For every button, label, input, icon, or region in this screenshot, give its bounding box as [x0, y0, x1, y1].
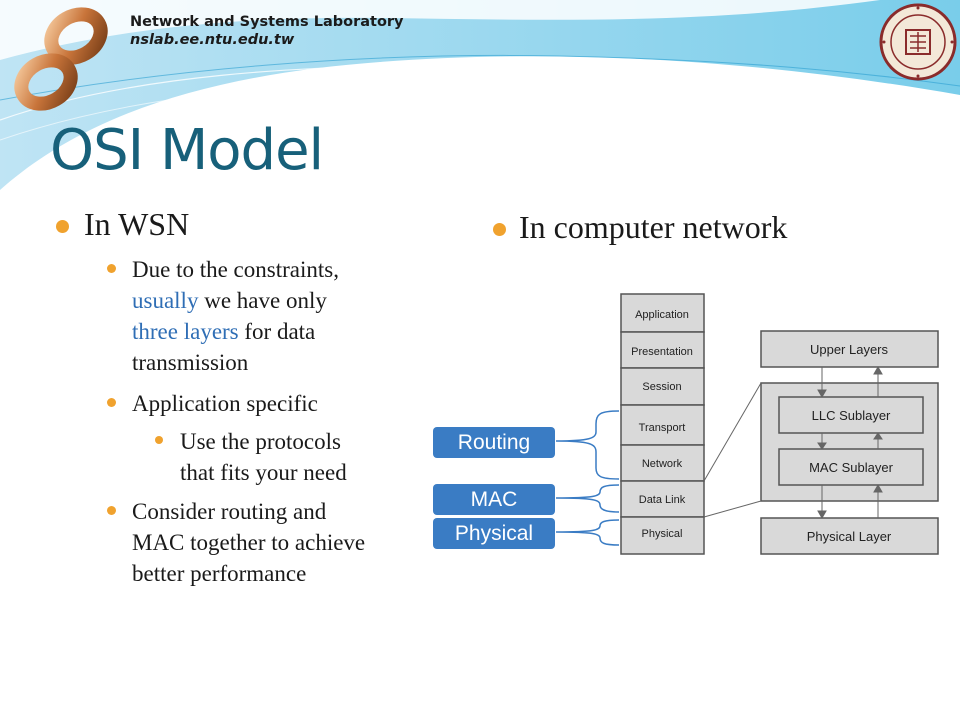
osi-label: Presentation: [631, 346, 693, 358]
upper-layers-box: [760, 330, 939, 368]
university-seal: [879, 3, 957, 81]
arrowhead: [873, 432, 883, 440]
bullet-text: Due to the constraints,: [132, 257, 339, 282]
bullet-text: transmission: [132, 350, 249, 375]
llc-sublayer-box: [778, 396, 924, 434]
osi-layer-transport: [620, 404, 705, 446]
bullet-text: Application specific: [132, 391, 318, 416]
bullet-dot: [107, 398, 116, 407]
physical-label: Physical: [455, 522, 533, 545]
mac-label-box: [433, 484, 555, 515]
osi-label: Application: [635, 309, 689, 321]
lab-name: Network and Systems Laboratory: [130, 14, 404, 30]
osi-stack: [620, 293, 705, 555]
sub-bullet-text: that fits your need: [180, 460, 347, 485]
bullet-text: better performance: [132, 561, 307, 586]
physical-layer-label: Physical Layer: [807, 529, 892, 544]
arrowhead: [817, 510, 827, 520]
bullet-dot: [56, 220, 69, 233]
routing-label: Routing: [458, 431, 530, 454]
osi-layer-datalink: [620, 480, 705, 518]
llc-sublayer-label: LLC Sublayer: [812, 408, 891, 423]
physical-bracket: [555, 519, 620, 546]
mac-sublayer-box: [778, 448, 924, 486]
physical-label-box: [433, 518, 555, 549]
routing-bracket: [555, 410, 620, 480]
bullet-text: usually we have only: [132, 288, 327, 313]
bullet-text: Consider routing and: [132, 499, 327, 524]
osi-layer-network: [620, 444, 705, 482]
arrowhead: [873, 483, 883, 493]
physical-layer-box: [760, 517, 939, 555]
upper-layers-label: Upper Layers: [810, 342, 889, 357]
wsn-heading: In WSN: [84, 206, 190, 242]
lab-logo: [14, 7, 108, 111]
computer-network-heading: In computer network: [519, 209, 788, 245]
connector-line: [703, 500, 762, 518]
bullet-dot: [107, 264, 116, 273]
arrowhead: [873, 365, 883, 375]
bullet-text: MAC together to achieve: [132, 530, 366, 555]
osi-label: Data Link: [639, 494, 686, 506]
osi-layer-application: [620, 293, 705, 333]
mac-sublayer-label: MAC Sublayer: [809, 460, 893, 475]
osi-label: Network: [642, 458, 683, 470]
bullet-dot: [107, 506, 116, 515]
routing-label-box: [433, 427, 555, 458]
arrowhead: [817, 389, 827, 399]
osi-layer-presentation: [620, 331, 705, 369]
osi-layer-physical: [620, 516, 705, 555]
lab-url: nslab.ee.ntu.edu.tw: [130, 32, 295, 48]
sub-bullet-text: Use the protocols: [180, 429, 341, 454]
osi-label: Transport: [639, 422, 686, 434]
osi-label: Session: [642, 381, 681, 393]
osi-label: Physical: [642, 528, 683, 540]
bullet-dot: [155, 436, 163, 444]
connector-line: [703, 382, 762, 482]
bullet-dot: [493, 223, 506, 236]
mac-bracket: [555, 484, 620, 513]
header-swoosh: [0, 0, 960, 190]
osi-layer-session: [620, 367, 705, 406]
slide-title: OSI Model: [50, 118, 324, 183]
arrowhead: [817, 442, 827, 450]
mac-label: MAC: [471, 488, 518, 511]
bullet-text: three layers for data: [132, 319, 316, 344]
